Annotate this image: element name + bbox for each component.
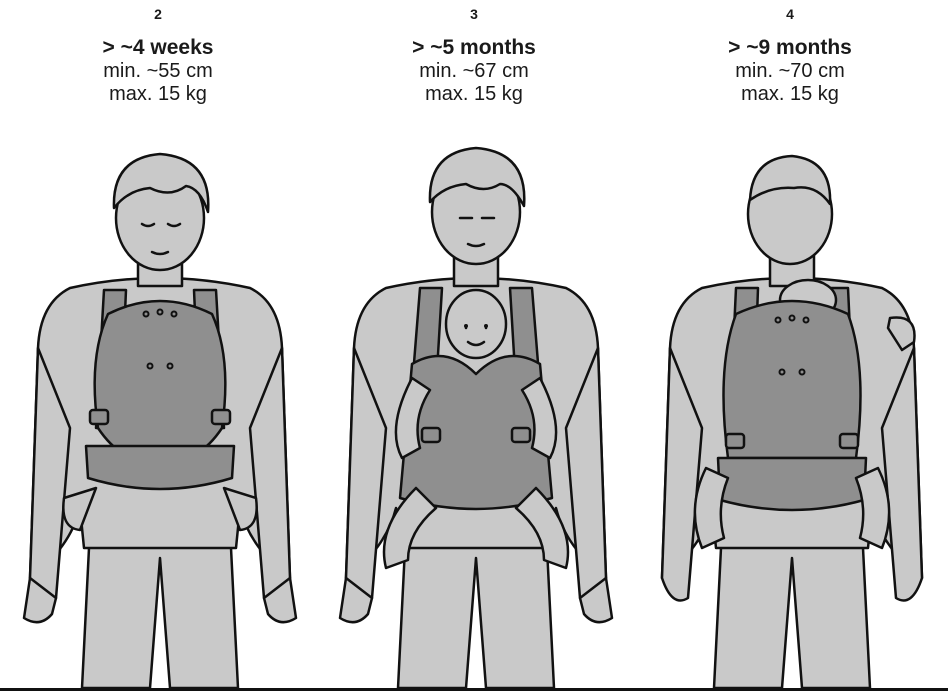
panel-stage-4: 4 > ~9 months min. ~70 cm max. 15 kg (632, 0, 948, 694)
max-weight: max. 15 kg (316, 83, 632, 106)
panel-stage-2: 2 > ~4 weeks min. ~55 cm max. 15 kg (0, 0, 316, 694)
age-range: > ~4 weeks (0, 36, 316, 60)
age-range: > ~9 months (632, 36, 948, 60)
max-weight: max. 15 kg (632, 83, 948, 106)
step-number: 2 (0, 6, 316, 22)
caption: 4 > ~9 months min. ~70 cm max. 15 kg (632, 6, 948, 106)
step-number: 4 (632, 6, 948, 22)
step-number: 3 (316, 6, 632, 22)
age-range: > ~5 months (316, 36, 632, 60)
floor-line (0, 688, 948, 691)
caption: 3 > ~5 months min. ~67 cm max. 15 kg (316, 6, 632, 106)
carrier-illustration-back-carry (632, 128, 948, 688)
min-height: min. ~55 cm (0, 60, 316, 83)
caption: 2 > ~4 weeks min. ~55 cm max. 15 kg (0, 6, 316, 106)
min-height: min. ~67 cm (316, 60, 632, 83)
panel-stage-3: 3 > ~5 months min. ~67 cm max. 15 kg (316, 0, 632, 694)
carrier-illustration-baby-facing-in (316, 128, 632, 688)
carrier-illustration-newborn (0, 128, 316, 688)
max-weight: max. 15 kg (0, 83, 316, 106)
min-height: min. ~70 cm (632, 60, 948, 83)
